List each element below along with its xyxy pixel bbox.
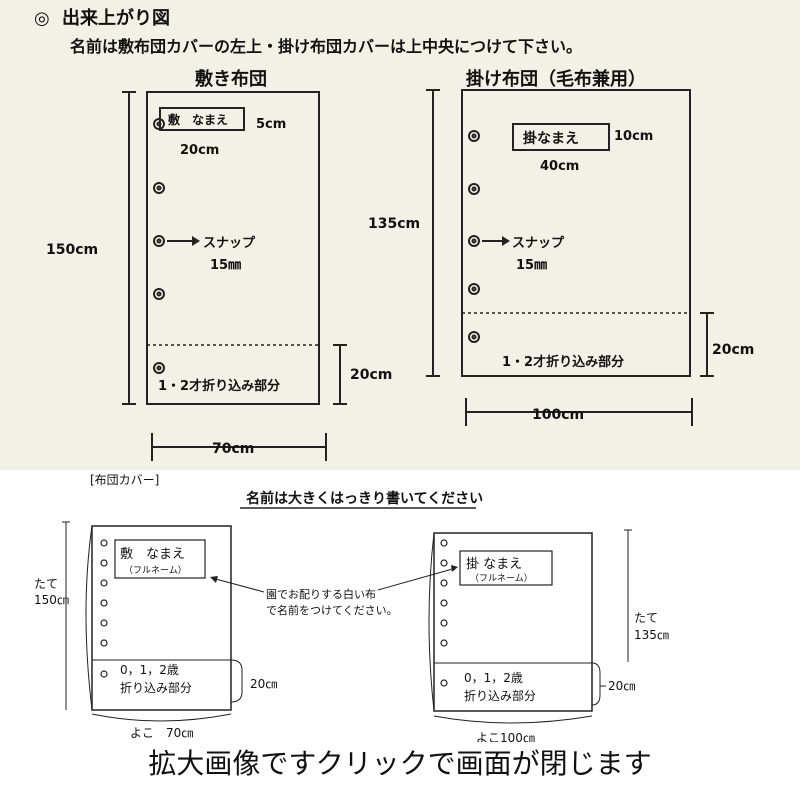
cover-instructions-diagram: [布団カバー] 名前は大きくはっきり書いてください 敷 なまえ （フルネーム） … (34, 473, 669, 745)
right-dimension-lines (433, 529, 632, 724)
shiki-futon-heading: 敷き布団 (195, 68, 267, 90)
kake-tag-width: 40cm (540, 159, 579, 174)
right-fold-line2: 折り込み部分 (464, 688, 536, 703)
left-fold-height: 20㎝ (250, 677, 277, 691)
kake-tag-height: 10cm (614, 129, 653, 144)
left-height-value: 150㎝ (34, 593, 69, 607)
left-fold-line1: 0，1，2歳 (120, 663, 179, 677)
left-fold-line2: 折り込み部分 (120, 680, 192, 695)
kake-fold-height: 20cm (712, 342, 754, 358)
kake-snap-size: 15㎜ (516, 258, 547, 273)
finished-title: 出来上がり図 (62, 7, 170, 29)
kake-snap-label: スナップ (512, 236, 565, 251)
kake-name-tag-box (512, 123, 610, 151)
left-cover-outline (91, 525, 232, 711)
shiki-dimension-lines (122, 91, 347, 461)
left-height-label: たて (34, 577, 58, 591)
shiki-height: 150cm (46, 242, 98, 258)
right-name-sub: （フルネーム） (470, 573, 533, 584)
right-fold-line1: 0，1，2歳 (464, 671, 523, 685)
right-name-tag-box (459, 550, 553, 586)
finished-diagram-panel: ◎ 出来上がり図 名前は敷布団カバーの左上・掛け布団カバーは上中央につけて下さい… (0, 0, 800, 470)
shiki-snap-label: スナップ (203, 236, 256, 251)
note-left-arrow-icon (211, 577, 265, 593)
section-label: [布団カバー] (90, 473, 159, 487)
note-right-arrow-icon (377, 567, 457, 591)
shiki-tag-height: 5cm (256, 117, 286, 132)
right-width: よこ100㎝ (476, 731, 535, 742)
left-width: よこ 70㎝ (130, 726, 193, 740)
right-snap-icons (440, 539, 448, 687)
left-name-tag: 敷 なまえ (120, 547, 185, 562)
title-mark: ◎ (34, 8, 50, 29)
note-line1: 園でお配りする白い布 (266, 587, 376, 601)
right-height-label: たて (634, 611, 658, 625)
left-snap-icons (100, 539, 108, 678)
shiki-fold-height: 20cm (350, 367, 392, 383)
note-right-arrow-head-icon (451, 565, 458, 572)
cover-instructions-panel: [布団カバー] 名前は大きくはっきり書いてください 敷 なまえ （フルネーム） … (0, 470, 800, 790)
close-on-click-caption[interactable]: 拡大画像ですクリックで画面が閉じます (148, 747, 652, 780)
kake-name-tag: 掛なまえ (523, 130, 579, 147)
right-fold-height: 20㎝ (608, 679, 635, 693)
shiki-width: 70cm (212, 441, 254, 457)
left-name-sub: （フルネーム） (124, 565, 187, 576)
kake-snap-icons (468, 130, 480, 343)
shiki-snap-arrow-head-icon (192, 236, 200, 246)
shiki-snap-size: 15㎜ (210, 258, 241, 273)
kake-fold-label: 1・2才折り込み部分 (502, 354, 624, 370)
left-cover-fold-curve (85, 525, 93, 711)
right-name-tag: 掛 なまえ (466, 557, 522, 572)
left-name-tag-box (114, 539, 206, 579)
kake-snap-arrow-head-icon (502, 236, 510, 246)
kake-futon-heading: 掛け布団（毛布兼用） (466, 68, 646, 90)
right-cover-outline (433, 532, 593, 712)
shiki-snap-icons (153, 118, 165, 374)
left-dimension-lines (62, 521, 243, 722)
finished-diagram: ◎ 出来上がり図 名前は敷布団カバーの左上・掛け布団カバーは上中央につけて下さい… (34, 7, 754, 461)
note-left-arrow-head-icon (210, 576, 218, 583)
name-position-instruction: 名前は敷布団カバーの左上・掛け布団カバーは上中央につけて下さい。 (70, 37, 582, 56)
shiki-cover-outline (146, 91, 320, 405)
shiki-name-tag: 敷 なまえ (168, 112, 228, 127)
right-cover-fold-curve (428, 532, 435, 712)
right-height-value: 135㎝ (634, 628, 669, 642)
write-clearly-title: 名前は大きくはっきり書いてください (246, 490, 483, 507)
shiki-tag-width: 20cm (180, 143, 219, 158)
shiki-fold-label: 1・2才折り込み部分 (158, 378, 280, 394)
kake-width: 100cm (532, 407, 584, 423)
kake-cover-outline (461, 89, 691, 377)
kake-height: 135cm (368, 216, 420, 232)
kake-dimension-lines (426, 89, 714, 426)
note-line2: で名前をつけてください。 (266, 603, 398, 617)
